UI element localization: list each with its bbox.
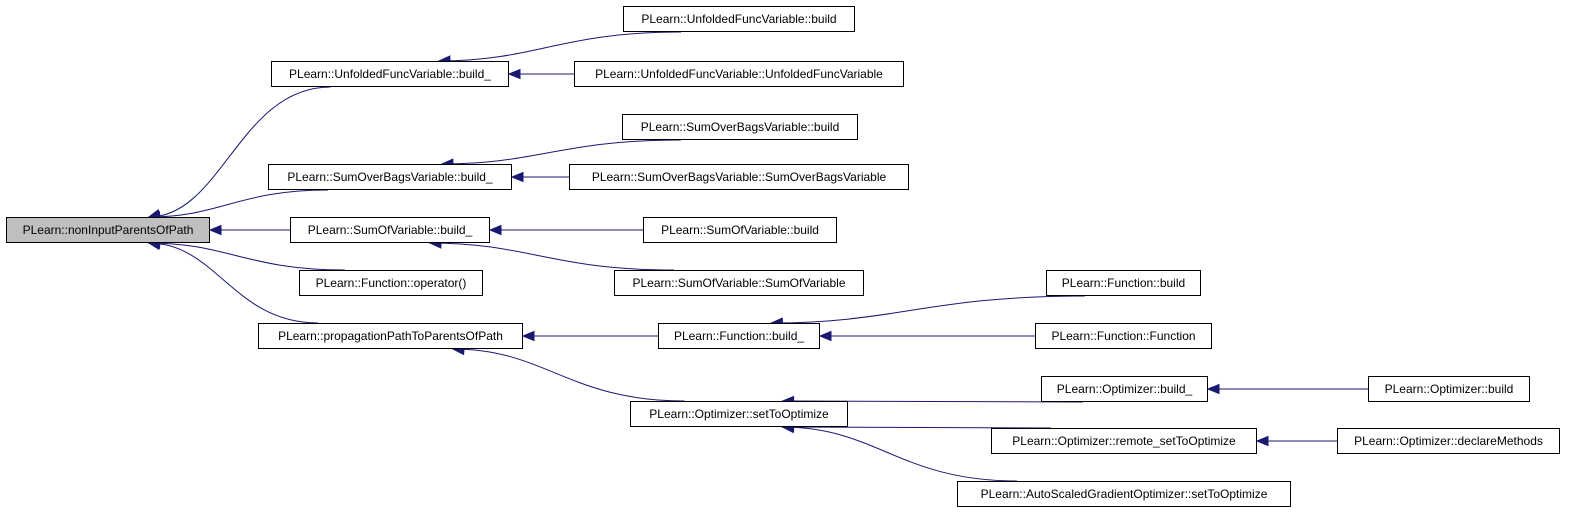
node-unfoldedfuncvariable-constructor[interactable]: PLearn::UnfoldedFuncVariable::UnfoldedFu…: [574, 61, 904, 87]
node-function-build-underscore[interactable]: PLearn::Function::build_: [658, 323, 820, 349]
node-propagationpathtoparentsofpath[interactable]: PLearn::propagationPathToParentsOfPath: [258, 323, 523, 349]
node-function-build[interactable]: PLearn::Function::build: [1046, 270, 1201, 296]
node-optimizer-declaremethods[interactable]: PLearn::Optimizer::declareMethods: [1337, 428, 1560, 454]
node-function-constructor[interactable]: PLearn::Function::Function: [1035, 323, 1212, 349]
edge-arrowhead-2: [208, 224, 222, 236]
edge-n4-to-n0: [148, 189, 329, 218]
node-optimizer-build-underscore[interactable]: PLearn::Optimizer::build_: [1041, 376, 1208, 402]
edge-arrowhead-18: [1206, 383, 1220, 395]
edge-n10-to-n0: [148, 242, 346, 271]
node-unfoldedfuncvariable-build-underscore[interactable]: PLearn::UnfoldedFuncVariable::build_: [271, 61, 509, 87]
node-noninputparentsofpath[interactable]: PLearn::nonInputParentsOfPath: [6, 217, 210, 243]
node-sumoverbagsvariable-build-underscore[interactable]: PLearn::SumOverBagsVariable::build_: [268, 164, 512, 190]
node-optimizer-build[interactable]: PLearn::Optimizer::build: [1368, 376, 1530, 402]
edge-arrowhead-8: [510, 171, 524, 183]
edge-arrowhead-11: [521, 330, 535, 342]
edge-n9-to-n7: [429, 242, 675, 271]
edge-n18-to-n15: [793, 426, 1052, 429]
node-unfoldedfuncvariable-build[interactable]: PLearn::UnfoldedFuncVariable::build: [623, 6, 855, 32]
edge-n1-to-n0: [148, 86, 331, 218]
node-optimizer-remote-settooptimize[interactable]: PLearn::Optimizer::remote_setToOptimize: [991, 428, 1257, 454]
edge-arrowhead-9: [488, 224, 502, 236]
edge-n13-to-n12: [771, 295, 1085, 324]
node-function-operator[interactable]: PLearn::Function::operator(): [299, 270, 483, 296]
node-sumofvariable-constructor[interactable]: PLearn::SumOfVariable::SumOfVariable: [614, 270, 864, 296]
edge-n20-to-n15: [782, 426, 1018, 482]
edge-arrowhead-6: [507, 68, 521, 80]
node-sumofvariable-build-underscore[interactable]: PLearn::SumOfVariable::build_: [290, 217, 490, 243]
edge-n2-to-n1: [438, 31, 682, 62]
node-sumofvariable-build[interactable]: PLearn::SumOfVariable::build: [643, 217, 837, 243]
edge-arrowhead-14: [818, 330, 832, 342]
node-autoscaledgradientoptimizer-settooptimize[interactable]: PLearn::AutoScaledGradientOptimizer::set…: [957, 481, 1291, 507]
edge-arrowhead-19: [1255, 435, 1269, 447]
edge-n11-to-n0: [148, 242, 319, 324]
node-optimizer-settooptimize[interactable]: PLearn::Optimizer::setToOptimize: [630, 401, 848, 427]
node-sumoverbagsvariable-constructor[interactable]: PLearn::SumOverBagsVariable::SumOverBags…: [569, 164, 909, 190]
edge-n5-to-n4: [441, 139, 682, 165]
edge-n15-to-n11: [452, 348, 685, 402]
node-sumoverbagsvariable-build[interactable]: PLearn::SumOverBagsVariable::build: [622, 114, 858, 140]
